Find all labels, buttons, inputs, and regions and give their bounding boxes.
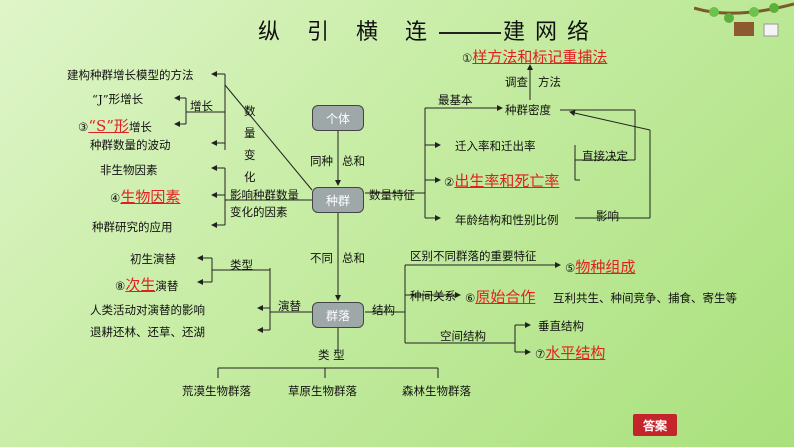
s-growth-item: ③“S”形增长: [78, 115, 152, 136]
abiotic-text: 非生物因素: [100, 163, 158, 177]
secondary-suffix: 演替: [155, 279, 179, 293]
birth-number: ②: [444, 175, 455, 189]
sum-label-2: 总和: [342, 251, 365, 265]
human-impact-text: 人类活动对演替的影响: [90, 303, 205, 317]
survey-method-item: ①样方法和标记重捕法: [462, 46, 607, 67]
most-basic-label: 最基本: [438, 93, 473, 107]
method-label: 方法: [538, 75, 561, 89]
spatial-text: 空间结构: [440, 329, 486, 343]
answer-button[interactable]: 答案: [633, 414, 677, 436]
application-text: 种群研究的应用: [92, 220, 173, 234]
primitive-coop-item: ⑥原始合作: [465, 286, 535, 307]
j-growth-text: “J”形增长: [92, 92, 144, 106]
individual-box: 个体: [312, 105, 364, 131]
individual-label: 个体: [325, 111, 350, 126]
composition-number: ⑤: [565, 261, 576, 275]
title-left: 纵 引 横 连: [258, 20, 437, 45]
primitive-number: ⑥: [465, 291, 476, 305]
biotic-item: ④生物因素: [110, 186, 180, 207]
succession-label: 演替: [278, 299, 301, 313]
factors-label: 影响种群数量变化的因素: [230, 188, 299, 219]
s-growth-number: ③: [78, 120, 89, 134]
population-box: 种群: [312, 187, 364, 213]
same-species-label: 同种: [310, 154, 333, 168]
primitive-answer: 原始合作: [475, 288, 536, 306]
different-label: 不同: [310, 251, 333, 265]
growth-label: 增长: [190, 99, 213, 113]
vertical-text: 垂直结构: [538, 319, 584, 333]
horizontal-answer: 水平结构: [545, 344, 606, 362]
structure-label: 结构: [372, 303, 395, 317]
answer-button-label: 答案: [642, 418, 667, 433]
direct-label: 直接决定: [582, 149, 628, 163]
forest-community-text: 森林生物群落: [402, 384, 471, 398]
title-right: 建网络: [502, 20, 599, 45]
grassland-community-text: 草原生物群落: [288, 384, 357, 398]
features-label: 数量特征: [369, 188, 415, 202]
method-answer: 样方法和标记重捕法: [472, 48, 608, 66]
age-structure-text: 年龄结构和性别比例: [455, 213, 559, 227]
secondary-number: ⑧: [115, 279, 126, 293]
title-dash: [438, 32, 501, 34]
fluctuation-text: 种群数量的波动: [90, 138, 171, 152]
composition-answer: 物种组成: [575, 258, 636, 276]
biotic-answer: 生物因素: [120, 188, 181, 206]
type-label: 类型: [230, 258, 253, 272]
horizontal-item: ⑦水平结构: [535, 342, 605, 363]
composition-item: ⑤物种组成: [565, 256, 635, 277]
method-number: ①: [462, 51, 473, 65]
birth-death-item: ②出生率和死亡率: [444, 170, 559, 191]
primary-succession-text: 初生演替: [130, 252, 176, 266]
secondary-succession-item: ⑧次生演替: [115, 274, 178, 295]
relations-text: 互利共生、种间竞争、捕食、寄生等: [553, 291, 737, 305]
influence-label: 影响: [596, 209, 619, 223]
horizontal-number: ⑦: [535, 347, 546, 361]
birth-answer: 出生率和死亡率: [454, 172, 560, 190]
community-label: 群落: [325, 308, 350, 323]
desert-community-text: 荒漠生物群落: [182, 384, 251, 398]
population-label: 种群: [325, 193, 350, 208]
sum-label-1: 总和: [342, 154, 365, 168]
interspecies-label: 种间关系: [410, 289, 456, 303]
model-method-text: 建构种群增长模型的方法: [67, 68, 194, 82]
community-box: 群落: [312, 302, 364, 328]
page-title: 纵 引 横 连 建网络: [258, 14, 599, 46]
survey-label: 调查: [505, 75, 528, 89]
type-bottom-label: 类 型: [318, 348, 345, 362]
restore-text: 退耕还林、还草、还湖: [90, 325, 205, 339]
density-text: 种群密度: [505, 103, 551, 117]
quantity-change-label: 数量变化: [244, 104, 256, 184]
distinguish-text: 区别不同群落的重要特征: [410, 249, 537, 263]
migration-text: 迁入率和迁出率: [455, 139, 536, 153]
biotic-number: ④: [110, 191, 121, 205]
branch-decoration-icon: [694, 2, 794, 37]
secondary-answer: 次生: [125, 276, 156, 294]
s-growth-suffix: 增长: [128, 120, 152, 134]
s-growth-answer: “S”形: [88, 117, 129, 135]
